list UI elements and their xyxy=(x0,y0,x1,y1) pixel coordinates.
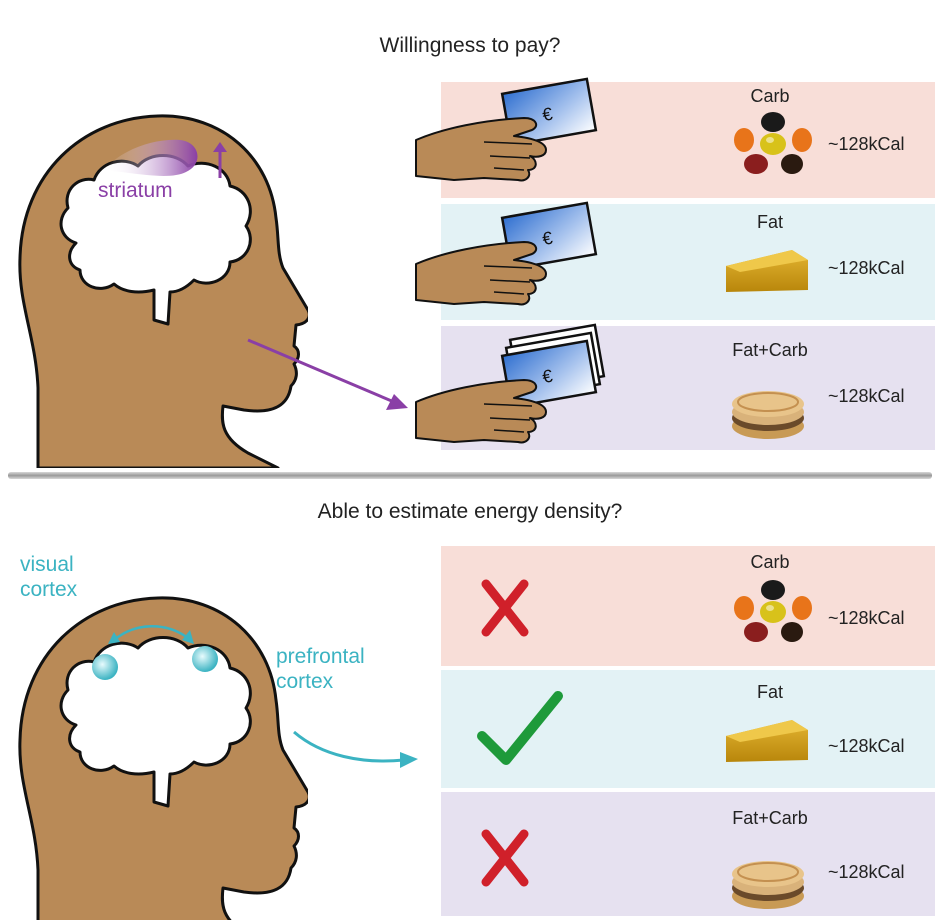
section-divider xyxy=(8,472,932,479)
prefrontal-cortex-label-line-1: prefrontal xyxy=(276,645,365,668)
bottom-fatcarb-label: Fat+Carb xyxy=(732,808,808,828)
top-question-title: Willingness to pay? xyxy=(379,34,561,57)
bottom-fat-energy: ~128kCal xyxy=(828,736,905,756)
up-arrow-icon xyxy=(213,142,227,178)
cookie-stack-icon xyxy=(732,391,804,439)
colored-candies-icon xyxy=(734,580,812,642)
prefrontal-cortex-label: prefrontal cortex xyxy=(276,644,365,694)
hand-euro-note-icon: € xyxy=(415,201,598,306)
purple-arrow-icon xyxy=(247,338,408,410)
top-fatcarb-energy: ~128kCal xyxy=(828,386,905,406)
cross-icon xyxy=(481,829,529,887)
cross-icon xyxy=(481,579,529,637)
bottom-question-title: Able to estimate energy density? xyxy=(317,500,623,523)
cheese-wedge-icon xyxy=(726,720,808,762)
colored-candies-icon xyxy=(734,112,812,174)
top-fat-energy: ~128kCal xyxy=(828,258,905,278)
visual-cortex-region-icon xyxy=(92,654,118,680)
svg-text:€: € xyxy=(541,228,554,249)
top-fatcarb-label: Fat+Carb xyxy=(732,340,808,360)
bottom-carb-energy: ~128kCal xyxy=(828,608,905,628)
visual-cortex-label-line-2: cortex xyxy=(20,578,78,601)
cheese-wedge-icon xyxy=(726,250,808,292)
top-carb-label: Carb xyxy=(750,86,790,106)
bottom-row-fatcarb xyxy=(441,792,935,916)
bottom-carb-label: Carb xyxy=(750,552,790,572)
hand-euro-note-icon: € xyxy=(415,77,598,182)
top-carb-energy: ~128kCal xyxy=(828,134,905,154)
visual-cortex-label-line-1: visual xyxy=(20,553,74,576)
cookie-stack-icon xyxy=(732,861,804,909)
bottom-row-fat xyxy=(441,670,935,788)
striatum-region-icon xyxy=(104,139,198,176)
prefrontal-cortex-label-line-2: cortex xyxy=(276,670,334,693)
visual-cortex-label: visual cortex xyxy=(20,552,77,602)
striatum-label: striatum xyxy=(98,179,173,202)
bottom-row-carb xyxy=(441,546,935,666)
teal-arrow-icon xyxy=(293,730,418,768)
checkmark-icon xyxy=(477,691,563,765)
double-arrow-icon xyxy=(108,625,194,644)
prefrontal-cortex-region-icon xyxy=(192,646,218,672)
svg-text:€: € xyxy=(541,104,554,125)
top-fat-label: Fat xyxy=(756,212,783,232)
hand-euro-notes-stack-icon: € xyxy=(415,323,606,444)
svg-text:€: € xyxy=(541,366,554,387)
bottom-fat-label: Fat xyxy=(756,682,783,702)
bottom-fatcarb-energy: ~128kCal xyxy=(828,862,905,882)
